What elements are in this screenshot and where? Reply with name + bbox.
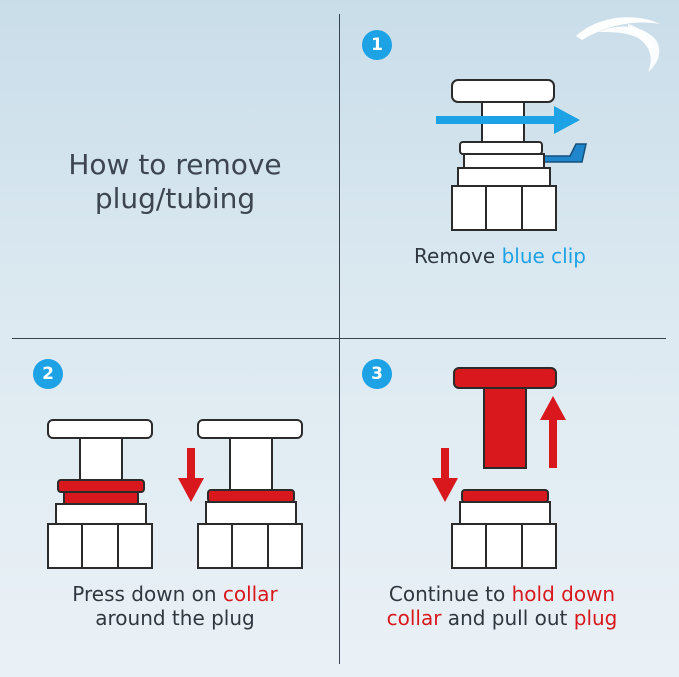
- down-arrow-icon: [432, 448, 458, 502]
- step-3-caption-text: Continue to: [388, 582, 512, 606]
- step-3-caption: Continue to hold down collar and pull ou…: [352, 582, 652, 630]
- down-arrow-icon: [178, 448, 204, 502]
- step-3-plug-pulled: [453, 367, 557, 469]
- right-arrow-icon: [436, 106, 580, 134]
- step-2-fitting-before: [47, 419, 153, 569]
- step-3-caption-highlight: hold down: [511, 582, 616, 606]
- title-line-2: plug/tubing: [94, 182, 256, 215]
- step-1-badge: 1: [362, 30, 392, 60]
- horizontal-divider: [12, 338, 666, 339]
- step-2-fitting-pressed: [197, 419, 303, 569]
- step-3-caption-highlight-collar: collar: [386, 606, 442, 630]
- up-arrow-icon: [540, 396, 566, 468]
- step-3-caption-highlight-plug: plug: [573, 606, 618, 630]
- step-1-caption-text: Remove: [414, 244, 502, 268]
- step-2-caption-line-2: around the plug: [95, 606, 255, 630]
- vertical-divider: [339, 14, 340, 664]
- step-3-badge: 3: [362, 359, 392, 389]
- step-1-caption: Remove blue clip: [380, 244, 620, 268]
- brand-swoosh-logo-icon: [576, 17, 660, 73]
- step-3-fitting-body: [451, 489, 557, 569]
- page-title: How to remove plug/tubing: [30, 148, 320, 216]
- step-2-caption: Press down on collar around the plug: [30, 582, 320, 630]
- step-1-fitting-illustration: [451, 79, 587, 231]
- step-2-caption-text: Press down on: [72, 582, 223, 606]
- step-3-caption-middle: and pull out: [441, 606, 574, 630]
- step-1-caption-highlight: blue clip: [501, 244, 586, 268]
- title-line-1: How to remove: [68, 148, 282, 181]
- step-2-badge: 2: [33, 359, 63, 389]
- step-2-caption-highlight: collar: [222, 582, 278, 606]
